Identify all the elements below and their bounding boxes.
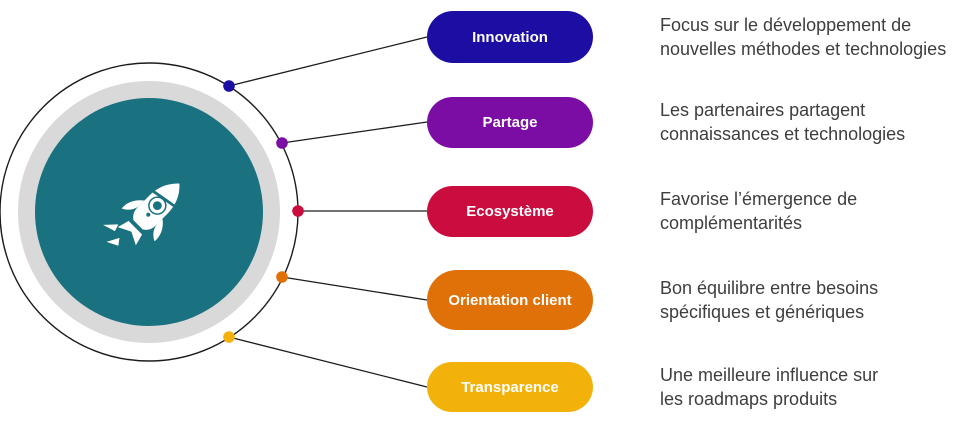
pill-transparence: Transparence — [427, 362, 593, 412]
pill-partage: Partage — [427, 97, 593, 148]
dot-ecosysteme — [292, 205, 304, 217]
dot-partage — [276, 137, 288, 149]
dot-orientation-client — [276, 271, 288, 283]
pill-label-transparence: Transparence — [461, 378, 559, 396]
desc-partage: Les partenaires partagent connaissances … — [660, 98, 975, 146]
connector-transparence — [228, 336, 428, 388]
pill-label-ecosysteme: Ecosystème — [466, 203, 554, 220]
pill-ecosysteme: Ecosystème — [427, 186, 593, 237]
desc-line: nouvelles méthodes et technologies — [660, 39, 947, 59]
dot-innovation — [223, 80, 235, 92]
pill-label-partage: Partage — [482, 114, 538, 131]
desc-transparence: Une meilleure influence sur les roadmaps… — [660, 363, 975, 411]
desc-line: Une meilleure influence sur — [660, 365, 879, 385]
desc-line: Bon équilibre entre besoins — [660, 278, 879, 298]
desc-ecosysteme: Favorise l’émergence de complémentarités — [660, 187, 975, 235]
desc-line: complémentarités — [660, 213, 803, 233]
desc-line: connaissances et technologies — [660, 124, 906, 144]
desc-line: les roadmaps produits — [660, 389, 838, 409]
pill-label-innovation: Innovation — [472, 28, 548, 46]
connector-partage — [281, 121, 428, 144]
desc-line: Favorise l’émergence de — [660, 189, 858, 209]
connector-lines — [228, 36, 428, 388]
desc-innovation: Focus sur le développement de nouvelles … — [660, 13, 975, 61]
rocket-icon — [103, 183, 180, 246]
pill-label-orientation-client: Orientation client — [448, 291, 572, 309]
desc-line: spécifiques et génériques — [660, 302, 865, 322]
connector-innovation — [228, 36, 428, 87]
pill-orientation-client: Orientation client — [427, 270, 593, 330]
desc-line: Focus sur le développement de — [660, 15, 912, 35]
connector-orientation-client — [281, 276, 428, 301]
desc-orientation-client: Bon équilibre entre besoins spécifiques … — [660, 276, 975, 324]
desc-line: Les partenaires partagent — [660, 100, 866, 120]
pill-innovation: Innovation — [427, 11, 593, 63]
dot-transparence — [223, 331, 235, 343]
